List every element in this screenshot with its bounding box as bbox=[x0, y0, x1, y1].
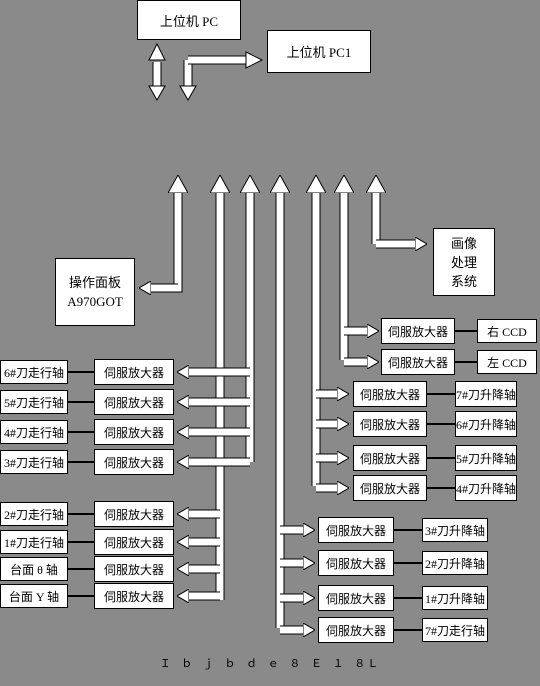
host-pc-label: 上位机 PC bbox=[159, 13, 219, 29]
servo-amp-left-6: 伺服放大器 bbox=[94, 529, 174, 555]
image-system-line2: 处理 bbox=[450, 254, 477, 270]
servo-amp-ccd-1: 伺服放大器 bbox=[381, 318, 455, 344]
ccd-box-1: 右 CCD bbox=[477, 319, 537, 343]
right-upper-axis-box-3: 5#刀升降轴 bbox=[455, 445, 517, 471]
right-lower-axis-box-3: 1#刀升降轴 bbox=[422, 586, 488, 610]
left-axis-box-5: 2#刀走行轴 bbox=[0, 502, 68, 526]
host-pc1-box: 上位机 PC1 bbox=[267, 30, 371, 73]
host-pc1-label: 上位机 PC1 bbox=[286, 45, 352, 60]
image-system-box: 画像 处理 系统 bbox=[433, 228, 495, 296]
right-lower-axis-box-4: 7#刀走行轴 bbox=[422, 618, 488, 642]
image-system-line1: 画像 bbox=[450, 235, 477, 251]
servo-amp-right-lower-2: 伺服放大器 bbox=[318, 550, 394, 576]
servo-amp-right-upper-2: 伺服放大器 bbox=[353, 411, 427, 437]
signal-lines bbox=[68, 192, 477, 630]
figure-caption: Ｉ ｂ ｊ ｂ ｄ ｅ ８ Ｅ １ ８Ｌ bbox=[159, 657, 381, 670]
right-lower-axis-box-2: 2#刀升降轴 bbox=[422, 551, 488, 575]
servo-amp-right-upper-3: 伺服放大器 bbox=[353, 445, 427, 471]
host-pc-box: 上位机 PC bbox=[137, 0, 241, 40]
servo-amp-right-lower-3: 伺服放大器 bbox=[318, 585, 394, 611]
left-axis-box-4: 3#刀走行轴 bbox=[0, 450, 68, 474]
servo-amp-left-7: 伺服放大器 bbox=[94, 556, 174, 582]
image-system-line3: 系统 bbox=[450, 273, 477, 289]
servo-amp-right-upper-1: 伺服放大器 bbox=[353, 381, 427, 407]
operator-panel-line1: 操作面板 bbox=[68, 275, 121, 290]
pc-link-arrow-left bbox=[148, 42, 166, 102]
operator-panel-box: 操作面板 A970GOT bbox=[55, 258, 135, 326]
servo-amp-left-2: 伺服放大器 bbox=[94, 389, 174, 415]
left-axis-box-1: 6#刀走行轴 bbox=[0, 360, 68, 384]
right-upper-axis-box-2: 6#刀升降轴 bbox=[455, 411, 517, 437]
servo-amp-ccd-2: 伺服放大器 bbox=[381, 349, 455, 375]
servo-amp-left-5: 伺服放大器 bbox=[94, 501, 174, 527]
servo-amp-right-lower-4: 伺服放大器 bbox=[318, 617, 394, 643]
ccd-box-2: 左 CCD bbox=[477, 350, 537, 374]
operator-panel-line2: A970GOT bbox=[67, 294, 123, 309]
left-axis-box-6: 1#刀走行轴 bbox=[0, 530, 68, 554]
servo-amp-right-upper-4: 伺服放大器 bbox=[353, 475, 427, 501]
servo-amp-right-lower-1: 伺服放大器 bbox=[318, 517, 394, 543]
right-upper-axis-box-1: 7#刀升降轴 bbox=[455, 381, 517, 407]
servo-amp-left-8: 伺服放大器 bbox=[94, 583, 174, 609]
panel-trunk-arrow bbox=[148, 192, 178, 293]
left-axis-box-3: 4#刀走行轴 bbox=[0, 420, 68, 444]
pc-link-arrow-right bbox=[179, 51, 264, 102]
left-axis-box-2: 5#刀走行轴 bbox=[0, 390, 68, 414]
servo-amp-left-3: 伺服放大器 bbox=[94, 419, 174, 445]
right-lower-axis-box-1: 3#刀升降轴 bbox=[422, 518, 488, 542]
left-axis-box-8: 台面 Y 轴 bbox=[0, 584, 68, 608]
servo-amp-left-1: 伺服放大器 bbox=[94, 359, 174, 385]
servo-amp-left-4: 伺服放大器 bbox=[94, 449, 174, 475]
right-upper-axis-box-4: 4#刀升降轴 bbox=[455, 475, 517, 501]
left-axis-box-7: 台面 θ 轴 bbox=[0, 557, 68, 581]
